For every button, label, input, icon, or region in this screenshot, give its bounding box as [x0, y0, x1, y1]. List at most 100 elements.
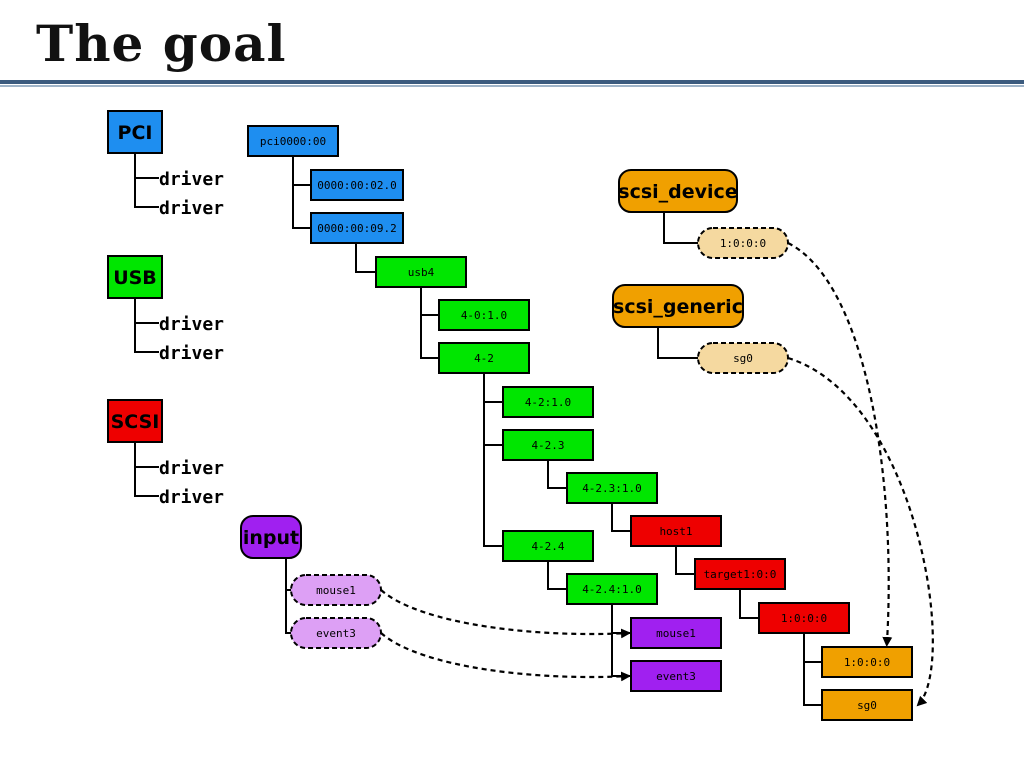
class-entry-sg0cls-label: sg0 — [733, 352, 753, 365]
device-mouse1dev-box — [630, 617, 722, 649]
device-host1: host1 — [630, 515, 722, 547]
tree-edge-u424-u42410 — [547, 561, 567, 590]
device-u424-box — [502, 530, 594, 562]
device-target-label: target1:0:0 — [704, 568, 777, 581]
device-target-box — [694, 558, 786, 590]
class-scsi_generic-box — [612, 284, 744, 328]
class-entry-mouse1cls: mouse1 — [290, 574, 382, 606]
class-entry-scsidevcls-label: 1:0:0:0 — [720, 237, 766, 250]
class-input-box — [240, 515, 302, 559]
tree-edge-usb4-u401 — [420, 287, 439, 316]
tree-edge-pci0000-pci02 — [292, 156, 311, 186]
nodes: PCIdriverdriverUSBdriverdriverSCSIdriver… — [107, 110, 913, 721]
device-usb4: usb4 — [375, 256, 467, 288]
link-mouse1cls-to-mouse1dev — [380, 589, 631, 639]
device-u401-box — [438, 299, 530, 331]
device-u401-label: 4-0:1.0 — [461, 309, 507, 322]
legend-pci-driver-line — [134, 153, 159, 179]
link-scsidevcls-to-scsidevnode — [787, 242, 893, 647]
tree-edge-u42310-host1 — [611, 503, 631, 532]
class-scsi_device-box — [618, 169, 738, 213]
tree-edge-pci09-usb4 — [355, 243, 376, 273]
device-usb4-label: usb4 — [408, 266, 435, 279]
class-entry-mouse1cls-box — [290, 574, 382, 606]
device-lun: 1:0:0:0 — [758, 602, 850, 634]
class-entry-scsidevcls: 1:0:0:0 — [697, 227, 789, 259]
title-divider — [0, 80, 1024, 84]
legend-pci-label: PCI — [118, 122, 153, 144]
device-u42410: 4-2.4:1.0 — [566, 573, 658, 605]
tree-edge-pci0000-pci09 — [292, 156, 311, 229]
class-entry-event3cls-label: event3 — [316, 627, 356, 640]
tree-edge-u42-u423 — [483, 373, 503, 446]
device-host1-label: host1 — [659, 525, 692, 538]
tree-edge-u42-u424 — [483, 373, 503, 547]
device-u42310-label: 4-2.3:1.0 — [582, 482, 642, 495]
link-sg0cls-to-sg0node — [787, 356, 934, 707]
class-scsi_generic-label: scsi_generic — [613, 296, 743, 318]
tree-edge-scsi_device-scsidevcls — [663, 212, 698, 244]
tree-edge-u423-u42310 — [547, 460, 567, 489]
device-u4210: 4-2:1.0 — [502, 386, 594, 418]
legend-pci-driver-label: driver — [159, 169, 224, 190]
device-u42: 4-2 — [438, 342, 530, 374]
device-pci09: 0000:00:09.2 — [310, 212, 404, 244]
device-scsidevnode: 1:0:0:0 — [821, 646, 913, 678]
legend-usb-driver-line — [134, 298, 159, 353]
device-sg0node-label: sg0 — [857, 699, 877, 712]
class-entry-mouse1cls-label: mouse1 — [316, 584, 356, 597]
class-scsi_generic: scsi_generic — [612, 284, 744, 328]
device-u423-box — [502, 429, 594, 461]
device-pci02-box — [310, 169, 404, 201]
device-u42410-box — [566, 573, 658, 605]
legend-pci-driver-label: driver — [159, 198, 224, 219]
class-entry-event3cls-box — [290, 617, 382, 649]
device-pci0000-box — [247, 125, 339, 157]
device-u42310-box — [566, 472, 658, 504]
device-mouse1dev-label: mouse1 — [656, 627, 696, 640]
device-event3dev-label: event3 — [656, 670, 696, 683]
tree-edge-target-lun — [739, 589, 759, 619]
device-u42-label: 4-2 — [474, 352, 494, 365]
device-u4210-label: 4-2:1.0 — [525, 396, 571, 409]
tree-edge-u42-u4210 — [483, 373, 503, 403]
legend-pci-driver-line — [134, 153, 159, 208]
device-scsidevnode-box — [821, 646, 913, 678]
device-pci09-box — [310, 212, 404, 244]
legend-scsi-driver-line — [134, 442, 159, 468]
class-scsi_device: scsi_device — [618, 169, 738, 213]
class-entry-sg0cls-box — [697, 342, 789, 374]
device-u423-label: 4-2.3 — [531, 439, 564, 452]
legend-scsi-box — [107, 399, 163, 443]
class-input-label: input — [243, 527, 299, 549]
device-target: target1:0:0 — [694, 558, 786, 590]
device-pci02-label: 0000:00:02.0 — [317, 179, 396, 192]
tree-edge-usb4-u42 — [420, 287, 439, 359]
device-pci09-label: 0000:00:09.2 — [317, 222, 396, 235]
class-entry-event3cls: event3 — [290, 617, 382, 649]
tree-edge-scsi_generic-sg0cls — [657, 327, 698, 359]
legend-pci: PCI — [107, 110, 163, 154]
tree-edge-lun-sg0node — [803, 633, 822, 706]
device-event3dev-box — [630, 660, 722, 692]
class-links — [380, 242, 934, 707]
link-event3cls-to-event3dev — [380, 632, 631, 682]
legend-usb: USB — [107, 255, 163, 299]
device-u424: 4-2.4 — [502, 530, 594, 562]
legend-usb-driver-line — [134, 298, 159, 324]
tree-edge-host1-target — [675, 546, 695, 575]
legend-scsi: SCSI — [107, 399, 163, 443]
device-u42310: 4-2.3:1.0 — [566, 472, 658, 504]
class-entry-sg0cls: sg0 — [697, 342, 789, 374]
legend-scsi-driver-label: driver — [159, 487, 224, 508]
legend-usb-driver-label: driver — [159, 343, 224, 364]
tree-edge-lun-scsidevnode — [803, 633, 822, 663]
device-sg0node: sg0 — [821, 689, 913, 721]
title-divider-light — [0, 85, 1024, 87]
device-pci0000: pci0000:00 — [247, 125, 339, 157]
class-entry-scsidevcls-box — [697, 227, 789, 259]
legend-scsi-driver-line — [134, 442, 159, 497]
tree-edge-u42410-event3dev — [611, 604, 631, 677]
device-scsidevnode-label: 1:0:0:0 — [844, 656, 890, 669]
